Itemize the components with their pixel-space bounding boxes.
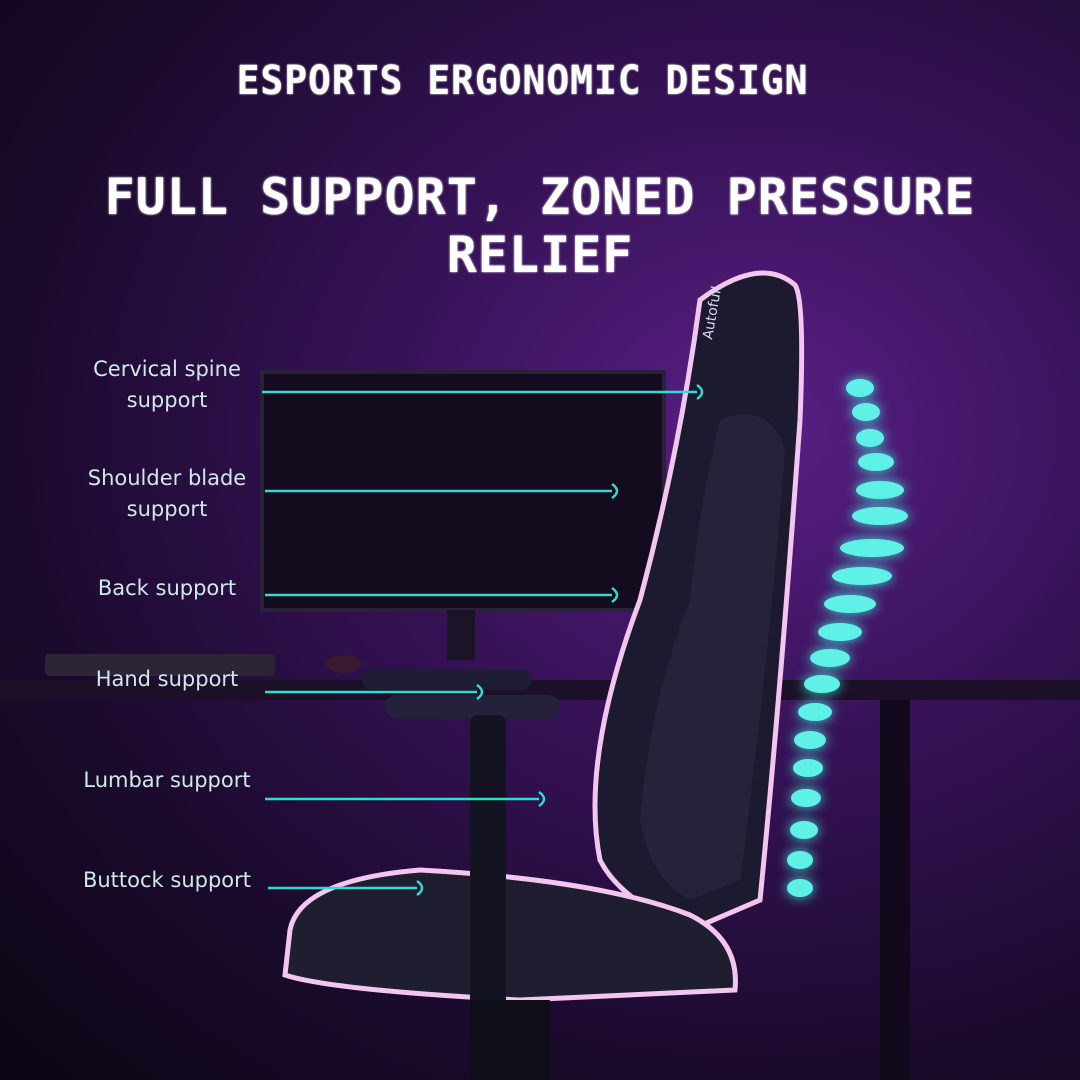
- spine-disc: [818, 623, 862, 641]
- spine-disc: [840, 539, 904, 557]
- callout-shoulder-blade: Shoulder blade support: [87, 466, 247, 521]
- spine-disc: [793, 759, 823, 777]
- chair-back-pad: [640, 414, 785, 900]
- spine-disc: [852, 403, 880, 421]
- arrow-icon: [476, 683, 484, 701]
- desk-leg: [880, 700, 910, 1080]
- callout-cervical-spine: Cervical spine support: [93, 357, 241, 412]
- spine-disc: [846, 379, 874, 397]
- spine-disc: [790, 821, 818, 839]
- monitor-stand: [447, 610, 475, 660]
- spine-disc: [856, 481, 904, 499]
- arrow-icon: [416, 879, 424, 897]
- spine-disc: [787, 879, 813, 897]
- spine-disc: [852, 507, 908, 525]
- callout-lumbar: Lumbar support: [83, 768, 251, 792]
- arrow-icon: [696, 383, 704, 401]
- callout-hand: Hand support: [95, 667, 239, 691]
- armrest: [385, 695, 560, 719]
- arrow-icon: [611, 586, 619, 604]
- arrow-icon: [611, 482, 619, 500]
- chair-base: [470, 1000, 550, 1080]
- spine-disc: [791, 789, 821, 807]
- spine-disc: [832, 567, 892, 585]
- callout-lines: [262, 383, 704, 897]
- subheadline: FULL SUPPORT, ZONED PRESSURE RELIEF: [104, 168, 976, 284]
- spine-disc: [810, 649, 850, 667]
- spine-disc: [794, 731, 826, 749]
- callout-back: Back support: [97, 576, 237, 600]
- spine-disc: [856, 429, 884, 447]
- keyboard: [45, 654, 275, 676]
- spine-disc: [858, 453, 894, 471]
- headline: ESPORTS ERGONOMIC DESIGN: [236, 58, 809, 104]
- spine-illustration: [787, 379, 908, 897]
- chair-seat: [282, 867, 738, 1003]
- mouse: [326, 655, 362, 673]
- armrest-rear: [362, 670, 532, 690]
- armrest-post: [470, 715, 506, 1015]
- spine-disc: [798, 703, 832, 721]
- spine-disc: [804, 675, 840, 693]
- spine-disc: [787, 851, 813, 869]
- arrow-icon: [538, 790, 546, 808]
- callout-buttock: Buttock support: [82, 868, 252, 892]
- spine-disc: [824, 595, 876, 613]
